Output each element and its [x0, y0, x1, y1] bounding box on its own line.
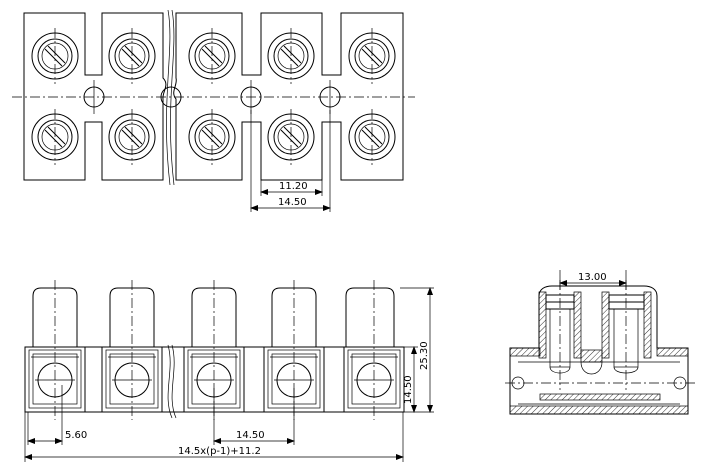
terminal-module: [24, 280, 86, 420]
side-section-view: 13.00: [505, 270, 695, 415]
screw-icon: [31, 28, 79, 84]
dim-label-13-00: 13.00: [578, 272, 607, 283]
screw-icon: [188, 109, 236, 165]
dim-label-25-30: 25.30: [419, 341, 430, 370]
break-line: [170, 9, 175, 186]
top-view: 11.20 14.50: [12, 9, 415, 212]
screw-icon: [188, 28, 236, 84]
screw-icon: [108, 109, 156, 165]
top-screws: [31, 28, 396, 165]
terminal-module: [101, 280, 163, 420]
screw-icon: [348, 28, 396, 84]
screw-icon: [108, 28, 156, 84]
screw-icon: [267, 28, 315, 84]
screw-icon: [31, 109, 79, 165]
screw-icon: [348, 109, 396, 165]
mounting-hole: [160, 86, 182, 108]
dim-label-5-60: 5.60: [65, 430, 87, 441]
dim-label-total: 14.5x(p-1)+11.2: [178, 446, 261, 457]
dim-label-14-50-vert: 14.50: [403, 375, 414, 404]
top-block-right-outline: [173, 12, 404, 181]
top-block-left-outline: [23, 12, 167, 181]
dim-label-11-20: 11.20: [279, 181, 308, 192]
terminal-module: [183, 280, 245, 420]
break-line: [167, 344, 173, 419]
front-view: 5.60 14.50 14.5x(p-1)+11.2 25.30 14.50: [24, 280, 434, 462]
screw-icon: [267, 109, 315, 165]
break-line: [171, 344, 177, 419]
dim-label-14-50-pitch: 14.50: [236, 430, 265, 441]
break-line: [166, 9, 171, 186]
dim-label-14-50-top: 14.50: [278, 197, 307, 208]
terminal-module: [343, 280, 405, 420]
front-modules: [24, 280, 405, 420]
